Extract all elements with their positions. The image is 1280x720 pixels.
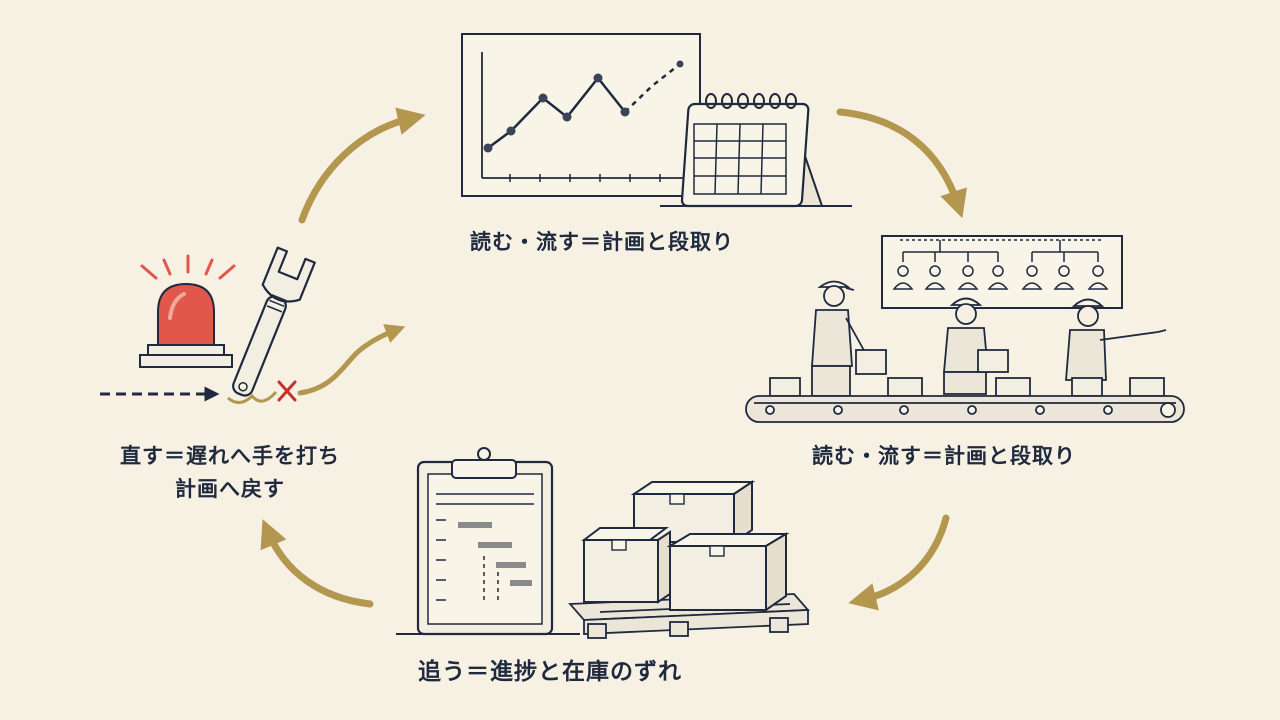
alarm-light-icon (139, 254, 236, 368)
caption-plan-top: 読む・流す＝計画と段取り (470, 230, 734, 254)
caption-track: 追う＝進捗と在庫のずれ (418, 659, 682, 685)
caption-fix-line1: 直す＝遅れへ手を打ち (120, 444, 340, 468)
caption-fix: 直す＝遅れへ手を打ち 計画へ戻す (120, 440, 340, 506)
cycle-arrows (260, 107, 967, 611)
clipboard-gantt-icon (396, 447, 580, 636)
workers-icon (811, 280, 1167, 397)
arrow-top-to-right (836, 108, 967, 219)
arrow-bottom-to-left (260, 519, 374, 608)
org-chart-icon (881, 235, 1123, 309)
arrow-fix-to-center (297, 324, 406, 396)
caption-plan-right: 読む・流す＝計画と段取り (812, 444, 1076, 468)
line-chart-icon (461, 33, 701, 197)
arrow-left-to-top (298, 107, 426, 224)
worker-3 (1065, 298, 1167, 397)
wrench-icon (227, 246, 316, 404)
arrow-right-to-bottom (848, 514, 950, 611)
worker-1 (811, 280, 887, 397)
conveyor-belt-icon (745, 377, 1185, 423)
stacked-boxes-icon (581, 480, 790, 612)
worker-2 (943, 297, 1009, 395)
cross-mark-icon (277, 380, 297, 402)
calendar-icon (660, 93, 852, 208)
caption-fix-line2: 計画へ戻す (175, 477, 285, 501)
